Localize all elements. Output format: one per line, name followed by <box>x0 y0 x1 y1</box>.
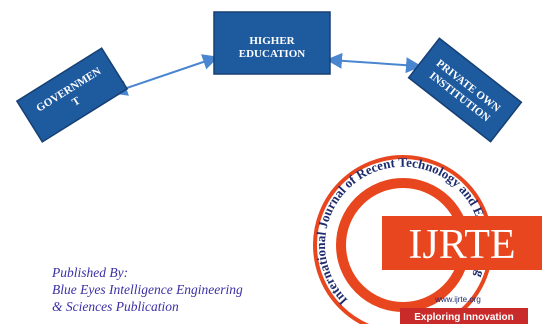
higher-education-label-line1: HIGHER <box>249 35 295 47</box>
publisher-line-2: Blue Eyes Intelligence Engineering <box>52 282 243 297</box>
higher-education-label-line2: EDUCATION <box>239 48 305 60</box>
higher-education-node: HIGHER EDUCATION <box>213 11 331 75</box>
private-institution-node: PRIVATE OWN INSTITUTION <box>407 37 523 143</box>
arrow-government-to-education <box>111 54 219 96</box>
seal-tagline: Exploring Innovation <box>414 312 513 323</box>
arrow-education-to-private <box>326 52 422 74</box>
seal-acronym: IJRTE <box>408 222 515 268</box>
publisher-note: Published By: Blue Eyes Intelligence Eng… <box>52 264 243 315</box>
institution-diagram: GOVERNMEN T HIGHER EDUCATION PRIVATE OWN… <box>15 11 523 143</box>
publisher-line-3: & Sciences Publication <box>52 299 179 314</box>
ijrte-seal-logo: International Journal of Recent Technolo… <box>313 155 542 324</box>
publisher-line-1: Published By: <box>52 265 129 280</box>
seal-acronym-banner <box>382 216 542 270</box>
government-node: GOVERNMEN T <box>15 47 129 143</box>
seal-tagline-bar <box>400 308 528 324</box>
seal-url: www.ijrte.org <box>434 295 481 304</box>
